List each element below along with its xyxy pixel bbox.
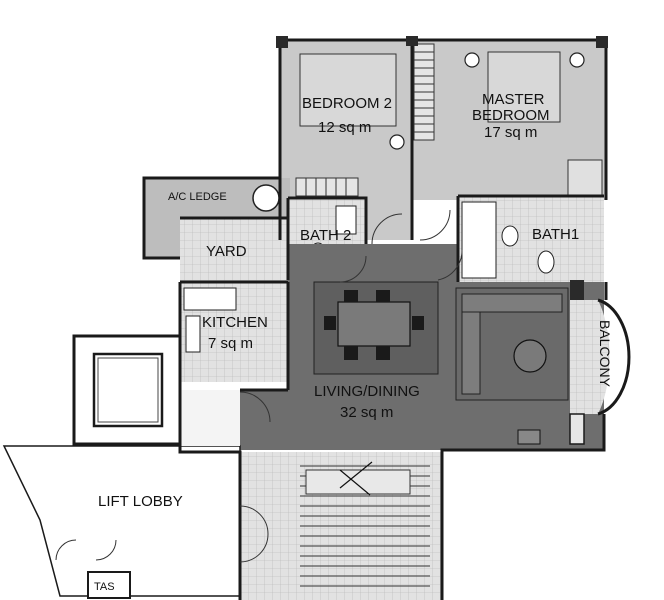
- bath-1-label: BATH1: [532, 226, 579, 243]
- master-desk: [567, 159, 603, 197]
- kitchen-area-label: 7 sq m: [208, 335, 253, 352]
- balcony-wall: [597, 298, 631, 416]
- round-fixture-icon: [252, 184, 280, 212]
- stove-icon: [185, 315, 201, 353]
- master-bed: [487, 51, 561, 123]
- bedroom-2-area-label: 12 sq m: [318, 119, 371, 136]
- chair-icon: [376, 346, 390, 360]
- coffee-table: [513, 339, 547, 373]
- column: [569, 413, 585, 445]
- master-bedroom-label: BEDROOM: [472, 107, 550, 124]
- wardrobe-hatching: [414, 51, 434, 133]
- bath-2-label: BATH 2: [300, 227, 351, 244]
- bedroom-2-label: BEDROOM 2: [302, 95, 392, 112]
- master-bedroom-area-label: 17 sq m: [484, 124, 537, 141]
- stair-arrow: [339, 461, 373, 496]
- column: [596, 36, 608, 48]
- living-dining-area-label: 32 sq m: [340, 404, 393, 421]
- door-swing: [437, 249, 463, 281]
- wardrobe-hatching: [305, 178, 347, 196]
- tas-box: [87, 571, 131, 599]
- balcony-area: [570, 300, 610, 414]
- chair-icon: [412, 316, 424, 330]
- yard-label: YARD: [206, 243, 247, 260]
- lift-lobby-label: LIFT LOBBY: [98, 493, 183, 510]
- column: [570, 280, 584, 300]
- lamp-icon: [464, 52, 480, 68]
- lamp-icon: [569, 52, 585, 68]
- tv-console: [517, 429, 541, 445]
- door-swing: [371, 213, 403, 245]
- living-dining-label: LIVING/DINING: [314, 383, 420, 400]
- door-swing: [239, 505, 269, 563]
- lamp-icon: [389, 134, 405, 150]
- sofa-icon: [461, 311, 481, 395]
- bathtub-icon: [461, 201, 497, 279]
- toilet-icon: [537, 250, 555, 274]
- ac-ledge-label: A/C LEDGE: [168, 191, 227, 203]
- column: [276, 36, 288, 48]
- door-swing: [339, 255, 367, 283]
- chair-icon: [344, 346, 358, 360]
- yard-area: [180, 218, 288, 282]
- door-swing: [55, 539, 117, 561]
- lobby-entrance-area: [180, 390, 240, 446]
- bedroom-2-wardrobe: [295, 177, 359, 197]
- door-swing: [239, 391, 271, 423]
- kitchen-label: KITCHEN: [202, 314, 268, 331]
- balcony-label: BALCONY: [597, 320, 613, 388]
- tas-label: TAS: [94, 581, 115, 593]
- basin-icon: [501, 225, 519, 247]
- sofa-icon: [461, 293, 563, 313]
- column: [406, 36, 418, 46]
- interior-wall: [180, 40, 604, 392]
- chair-icon: [324, 316, 336, 330]
- basin-icon: [335, 205, 357, 235]
- master-bedroom-label: MASTER: [482, 91, 545, 108]
- dining-table: [337, 301, 411, 347]
- kitchen-counter: [183, 287, 237, 311]
- lift-car-inner: [97, 357, 159, 423]
- bedroom-2-bed: [299, 53, 397, 127]
- door-swing: [419, 209, 451, 241]
- lift-car: [92, 352, 164, 428]
- chair-icon: [344, 290, 358, 302]
- chair-icon: [376, 290, 390, 302]
